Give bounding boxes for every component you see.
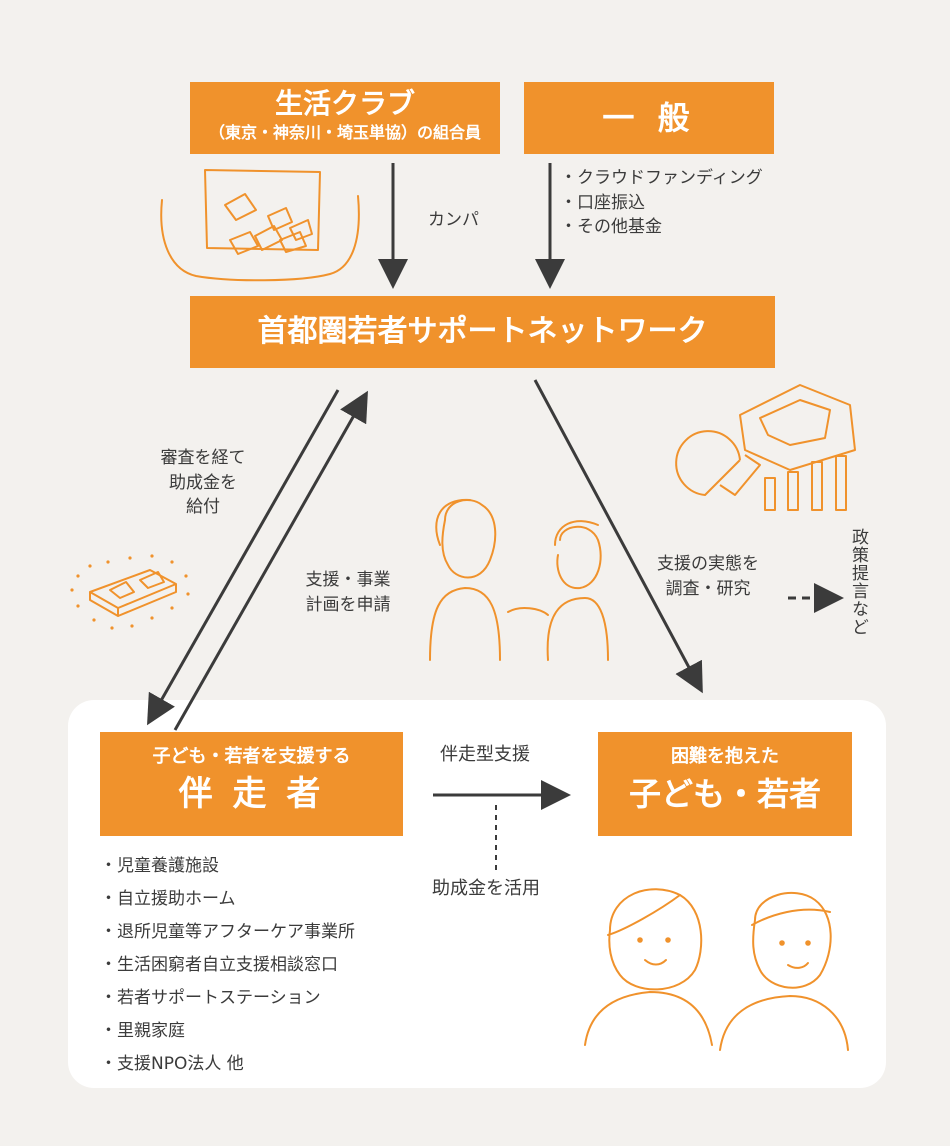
- seikatsu-club-title: 生活クラブ: [274, 87, 415, 120]
- network-box: 首都圏若者サポートネットワーク: [190, 296, 775, 368]
- general-methods-list: ・クラウドファンディング ・口座振込 ・その他基金: [560, 166, 763, 240]
- grant-label: 審査を経て 助成金を 給付: [128, 446, 278, 520]
- cash-dots: [70, 554, 190, 630]
- arrow-apply-to-network: [173, 390, 368, 731]
- apply-label-line: 支援・事業: [305, 570, 391, 590]
- list-item: ・退所児童等アフターケア事業所: [100, 922, 355, 942]
- seikatsu-club-box: 生活クラブ （東京・神奈川・埼玉単協）の組合員: [190, 82, 500, 154]
- youths-illustration: [584, 888, 849, 1051]
- list-item: ・若者サポートステーション: [100, 988, 321, 1008]
- accompany-label: 伴走型支援: [440, 744, 530, 765]
- network-title: 首都圏若者サポートネットワーク: [257, 314, 708, 349]
- supporter-title: 伴 走 者: [178, 774, 325, 814]
- policy-label: 政策提言など: [848, 528, 868, 636]
- grant-label-line: 助成金を: [169, 472, 237, 493]
- research-label-line: 支援の実態を: [657, 554, 759, 574]
- research-label-line: 調査・研究: [665, 578, 751, 599]
- apply-label-line: 計画を申請: [305, 594, 391, 615]
- arrow-grant-to-supporter: [147, 389, 340, 726]
- general-method-item: ・その他基金: [560, 217, 662, 238]
- people-talking-illustration: [429, 498, 609, 661]
- general-method-item: ・口座振込: [560, 192, 645, 213]
- kanpa-label: カンパ: [428, 210, 479, 230]
- use-grant-label: 助成金を活用: [432, 878, 540, 899]
- charts-illustration: [675, 384, 856, 511]
- list-item: ・自立援助ホーム: [100, 889, 236, 909]
- apply-label: 支援・事業 計画を申請: [288, 568, 408, 617]
- money-box-illustration: [160, 169, 360, 282]
- general-box: 一 般: [524, 82, 774, 154]
- supporter-box: 子ども・若者を支援する 伴 走 者: [100, 732, 403, 836]
- list-item: ・里親家庭: [100, 1021, 185, 1041]
- general-title: 一 般: [602, 99, 696, 137]
- list-item: ・生活困窮者自立支援相談窓口: [100, 955, 338, 975]
- grant-label-line: 審査を経て: [160, 448, 246, 468]
- youth-subtitle: 困難を抱えた: [671, 746, 779, 767]
- youth-box: 困難を抱えた 子ども・若者: [598, 732, 852, 836]
- general-method-item: ・クラウドファンディング: [560, 168, 763, 188]
- youth-title: 子ども・若者: [628, 775, 821, 813]
- supporter-subtitle: 子ども・若者を支援する: [152, 746, 351, 767]
- arrow-network-to-youth: [533, 379, 703, 694]
- research-label: 支援の実態を 調査・研究: [648, 552, 768, 601]
- cash-illustration: [89, 569, 177, 617]
- list-item: ・支援NPO法人 他: [100, 1054, 244, 1074]
- seikatsu-club-subtitle: （東京・神奈川・埼玉単協）の組合員: [208, 123, 481, 142]
- grant-label-line: 給付: [186, 497, 220, 518]
- supporter-list: ・児童養護施設 ・自立援助ホーム ・退所児童等アフターケア事業所 ・生活困窮者自…: [100, 850, 355, 1081]
- list-item: ・児童養護施設: [100, 856, 219, 876]
